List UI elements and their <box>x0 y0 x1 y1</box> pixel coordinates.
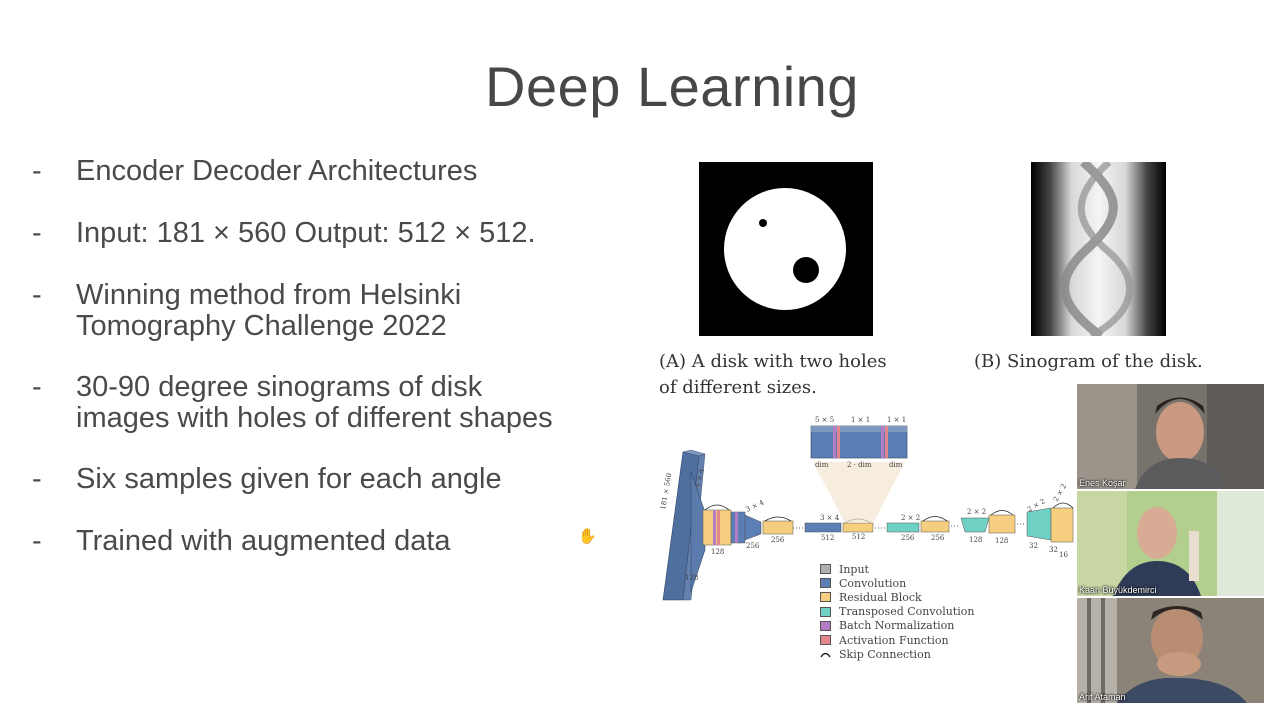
legend-item-convolution: Convolution <box>820 576 974 590</box>
participant-video <box>1077 384 1264 489</box>
dim-label: 256 <box>931 534 945 542</box>
video-tile-kaan[interactable]: Kaan Büyükdemirci <box>1077 491 1264 596</box>
kernel-label: 2 × 2 <box>901 514 920 522</box>
legend-item-input: Input <box>820 562 974 576</box>
dim-label: 128 <box>995 537 1008 545</box>
participant-video <box>1077 598 1264 703</box>
bullet-text: Trained with augmented data <box>76 525 451 557</box>
dim-label: 512 <box>852 533 865 541</box>
dim-label: 128 <box>711 548 724 556</box>
bullet-text: Six samples given for each angle <box>76 463 502 495</box>
dim-label: 32 <box>1029 542 1038 550</box>
legend-item-transposed: Transposed Convolution <box>820 605 974 619</box>
legend-swatch <box>820 592 831 603</box>
dim-label: 128 <box>685 574 698 582</box>
legend-item-skip: Skip Connection <box>820 647 974 661</box>
dim-label: dim <box>889 461 903 469</box>
participant-video <box>1077 491 1264 596</box>
legend-item-batchnorm: Batch Normalization <box>820 619 974 633</box>
dim-label: 256 <box>746 542 760 550</box>
caption-a: (A) A disk with two holes of different s… <box>659 351 887 398</box>
dim-label: dim <box>815 461 829 469</box>
kernel-label: 1 × 1 <box>887 416 906 424</box>
dim-label: 32 <box>1049 546 1058 554</box>
legend-swatch <box>820 564 831 575</box>
dim-label: 2 · dim <box>847 461 872 469</box>
legend-label: Skip Connection <box>839 647 931 661</box>
slide-title: Deep Learning <box>485 55 859 118</box>
participant-name: Arif Ataman <box>1079 692 1126 702</box>
skip-connection-icon <box>820 653 831 658</box>
legend-item-activation: Activation Function <box>820 633 974 647</box>
hand-cursor-icon: ✋ <box>578 528 597 545</box>
legend-label: Transposed Convolution <box>839 605 975 619</box>
kernel-label: 2 × 2 <box>1052 482 1069 503</box>
dim-label: 256 <box>901 534 915 542</box>
disk-image <box>699 162 873 336</box>
legend-label: Input <box>839 562 869 576</box>
participant-name: Kaan Büyükdemirci <box>1079 585 1157 595</box>
legend-label: Residual Block <box>839 590 922 604</box>
legend-swatch <box>820 620 831 631</box>
dim-label: 128 <box>969 536 982 544</box>
kernel-label: 3 × 4 <box>820 514 840 522</box>
input-dims-label: 181 × 560 <box>659 472 673 510</box>
bullet-dash: - <box>32 525 42 557</box>
bullet-text: Encoder Decoder Architectures <box>76 155 478 187</box>
legend-swatch <box>820 578 831 589</box>
kernel-label: 1 × 1 <box>851 416 870 424</box>
sinogram-image <box>1031 162 1166 336</box>
bullet-dash: - <box>32 217 42 249</box>
bullet-text: 30-90 degree sinograms of disk images wi… <box>76 371 553 434</box>
dim-label: 16 <box>1059 551 1068 559</box>
caption-b: (B) Sinogram of the disk. <box>974 351 1203 372</box>
dim-label: 512 <box>821 534 834 542</box>
dim-label: 256 <box>771 536 785 544</box>
video-tile-enes[interactable]: Enes Koşar <box>1077 384 1264 489</box>
legend-swatch <box>820 606 831 617</box>
bullet-dash: - <box>32 279 42 311</box>
legend-label: Batch Normalization <box>839 619 955 633</box>
kernel-label: 3 × 4 <box>744 498 765 514</box>
kernel-label: 5 × 5 <box>815 416 834 424</box>
bullet-text: Input: 181 × 560 Output: 512 × 512. <box>76 217 536 249</box>
diagram-legend: Input Convolution Residual Block Transpo… <box>820 562 974 661</box>
participant-name: Enes Koşar <box>1079 478 1126 488</box>
bullet-dash: - <box>32 463 42 495</box>
kernel-label: 2 × 2 <box>967 508 986 516</box>
bullet-text: Winning method from Helsinki Tomography … <box>76 279 462 342</box>
legend-label: Convolution <box>839 576 907 590</box>
legend-swatch <box>820 635 831 646</box>
bullet-dash: - <box>32 155 42 187</box>
video-tile-arif[interactable]: Arif Ataman <box>1077 598 1264 703</box>
legend-label: Activation Function <box>839 633 949 647</box>
encoder-decoder-diagram: 181 × 560 4 × 4 128 128 256 3 × 4 256 3 … <box>659 416 1074 601</box>
bullet-dash: - <box>32 371 42 403</box>
legend-item-residual: Residual Block <box>820 590 974 604</box>
